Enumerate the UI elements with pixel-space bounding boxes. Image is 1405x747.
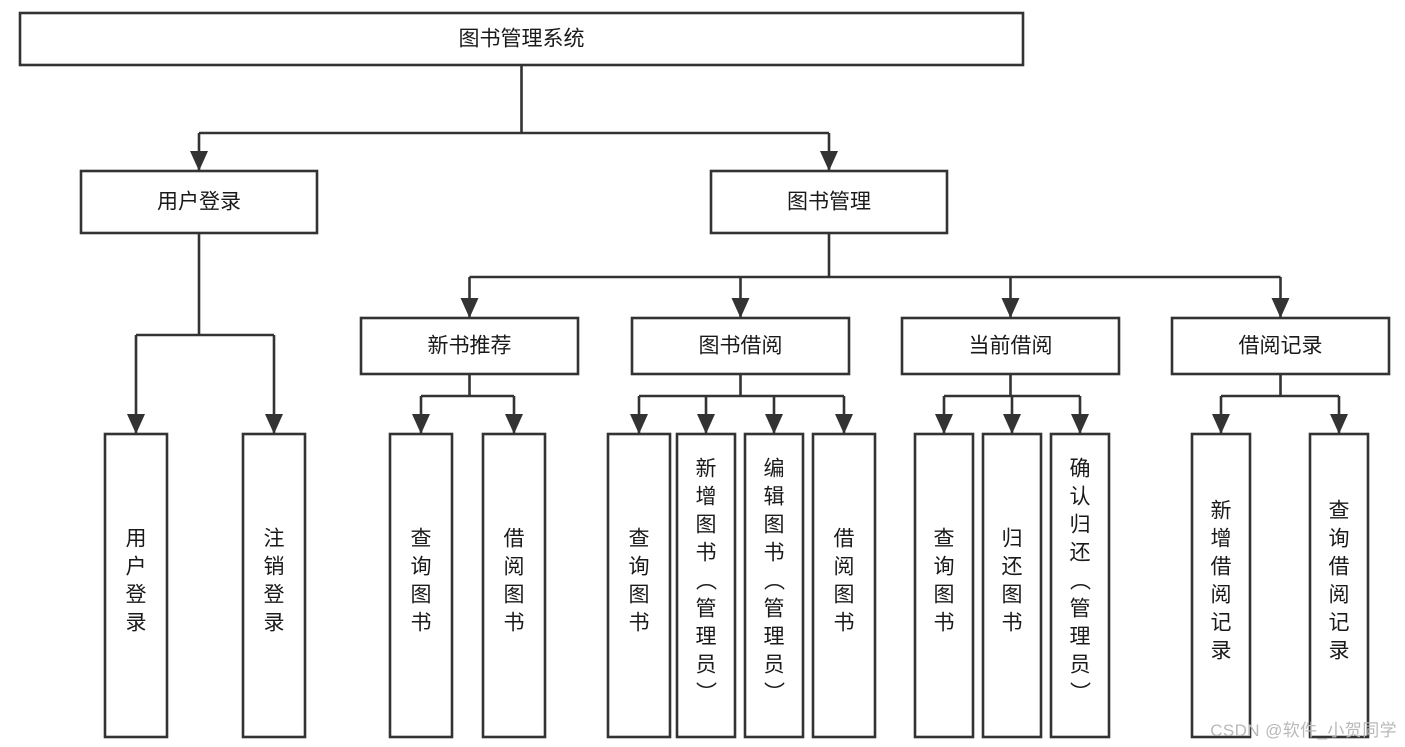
node-leaf-borrow-book-2[interactable]: 借阅图书 <box>811 432 877 739</box>
connector-group-book-manage <box>460 233 1290 318</box>
node-label-leaf-add-record: 新增借阅记录 <box>1211 500 1232 663</box>
node-leaf-confirm-return[interactable]: 确认归还（管理员） <box>1049 432 1111 739</box>
arrow-head-icon <box>265 414 283 434</box>
node-box-leaf-query-book-1[interactable] <box>388 432 454 739</box>
watermark-label: CSDN @软件_小贺同学 <box>1210 721 1397 740</box>
arrow-head-icon <box>1003 414 1021 434</box>
node-leaf-borrow-book-1[interactable]: 借阅图书 <box>481 432 547 739</box>
node-leaf-return-book[interactable]: 归还图书 <box>981 432 1043 739</box>
node-box-leaf-query-book-3[interactable] <box>913 432 975 739</box>
node-box-book-manage[interactable] <box>709 169 949 235</box>
arrow-head-icon <box>1001 298 1020 318</box>
node-leaf-edit-book[interactable]: 编辑图书（管理员） <box>743 432 805 739</box>
node-label-leaf-user-logout: 注销登录 <box>264 528 285 635</box>
node-label-root: 图书管理系统 <box>459 28 585 51</box>
connector-group-user-login <box>127 233 283 434</box>
node-box-root[interactable] <box>18 11 1025 67</box>
arrow-head-icon <box>1071 414 1089 434</box>
node-leaf-query-record[interactable]: 查询借阅记录 <box>1308 432 1370 739</box>
arrow-head-icon <box>697 414 715 434</box>
node-box-leaf-add-record[interactable] <box>1190 432 1252 739</box>
node-label-leaf-borrow-book-2: 借阅图书 <box>834 528 855 635</box>
node-borrow-record[interactable]: 借阅记录 <box>1170 316 1391 376</box>
arrow-head-icon <box>412 414 430 434</box>
node-box-leaf-user-logout[interactable] <box>241 432 307 739</box>
node-label-leaf-borrow-book-1: 借阅图书 <box>504 528 525 635</box>
node-layer: 图书管理系统用户登录图书管理新书推荐图书借阅当前借阅借阅记录用户登录注销登录查询… <box>18 11 1391 739</box>
node-label-book-borrow: 图书借阅 <box>699 335 783 358</box>
node-new-book-rec[interactable]: 新书推荐 <box>359 316 580 376</box>
node-leaf-add-book[interactable]: 新增图书（管理员） <box>675 432 737 739</box>
node-label-leaf-return-book: 归还图书 <box>1002 528 1023 635</box>
node-box-borrow-record[interactable] <box>1170 316 1391 376</box>
node-label-leaf-confirm-return: 确认归还（管理员） <box>1070 458 1092 705</box>
node-box-leaf-return-book[interactable] <box>981 432 1043 739</box>
node-label-leaf-user-login: 用户登录 <box>126 528 147 635</box>
node-box-current-borrow[interactable] <box>900 316 1121 376</box>
node-box-leaf-query-book-2[interactable] <box>606 432 672 739</box>
connector-layer <box>127 65 1348 434</box>
arrow-head-icon <box>630 414 648 434</box>
node-user-login[interactable]: 用户登录 <box>79 169 319 235</box>
node-label-leaf-query-book-3: 查询图书 <box>934 528 955 635</box>
node-leaf-query-book-3[interactable]: 查询图书 <box>913 432 975 739</box>
arrow-head-icon <box>127 414 145 434</box>
connector-group-current-borrow <box>935 374 1089 434</box>
arrow-head-icon <box>190 151 208 171</box>
node-current-borrow[interactable]: 当前借阅 <box>900 316 1121 376</box>
node-label-leaf-add-book: 新增图书（管理员） <box>696 458 718 705</box>
arrow-head-icon <box>505 414 523 434</box>
node-leaf-query-book-1[interactable]: 查询图书 <box>388 432 454 739</box>
node-book-borrow[interactable]: 图书借阅 <box>630 316 851 376</box>
node-label-leaf-query-book-1: 查询图书 <box>411 528 432 635</box>
arrow-head-icon <box>820 151 838 171</box>
node-box-leaf-user-login[interactable] <box>103 432 169 739</box>
node-label-book-manage: 图书管理 <box>787 191 871 214</box>
node-box-leaf-add-book[interactable] <box>675 432 737 739</box>
arrow-head-icon <box>1330 414 1348 434</box>
node-leaf-add-record[interactable]: 新增借阅记录 <box>1190 432 1252 739</box>
node-box-leaf-edit-book[interactable] <box>743 432 805 739</box>
node-label-leaf-query-book-2: 查询图书 <box>629 528 650 635</box>
node-label-new-book-rec: 新书推荐 <box>428 335 512 358</box>
connector-group-book-borrow <box>630 374 853 434</box>
node-label-current-borrow: 当前借阅 <box>969 335 1053 358</box>
node-box-leaf-borrow-book-2[interactable] <box>811 432 877 739</box>
node-leaf-user-logout[interactable]: 注销登录 <box>241 432 307 739</box>
node-label-borrow-record: 借阅记录 <box>1239 335 1323 358</box>
arrow-head-icon <box>765 414 783 434</box>
node-box-new-book-rec[interactable] <box>359 316 580 376</box>
node-label-leaf-query-record: 查询借阅记录 <box>1329 500 1350 663</box>
arrow-head-icon <box>1212 414 1230 434</box>
node-label-leaf-edit-book: 编辑图书（管理员） <box>764 458 786 705</box>
node-root[interactable]: 图书管理系统 <box>18 11 1025 67</box>
node-box-leaf-query-record[interactable] <box>1308 432 1370 739</box>
arrow-head-icon <box>935 414 953 434</box>
node-leaf-query-book-2[interactable]: 查询图书 <box>606 432 672 739</box>
connector-group-root <box>190 65 838 171</box>
node-box-leaf-confirm-return[interactable] <box>1049 432 1111 739</box>
connector-group-new-book-rec <box>412 374 523 434</box>
node-label-user-login: 用户登录 <box>157 191 241 214</box>
node-box-book-borrow[interactable] <box>630 316 851 376</box>
node-box-user-login[interactable] <box>79 169 319 235</box>
node-book-manage[interactable]: 图书管理 <box>709 169 949 235</box>
arrow-head-icon <box>731 298 750 318</box>
connector-group-borrow-record <box>1212 374 1348 434</box>
node-leaf-user-login[interactable]: 用户登录 <box>103 432 169 739</box>
arrow-head-icon <box>1271 298 1290 318</box>
arrow-head-icon <box>460 298 479 318</box>
arrow-head-icon <box>835 414 853 434</box>
node-box-leaf-borrow-book-1[interactable] <box>481 432 547 739</box>
